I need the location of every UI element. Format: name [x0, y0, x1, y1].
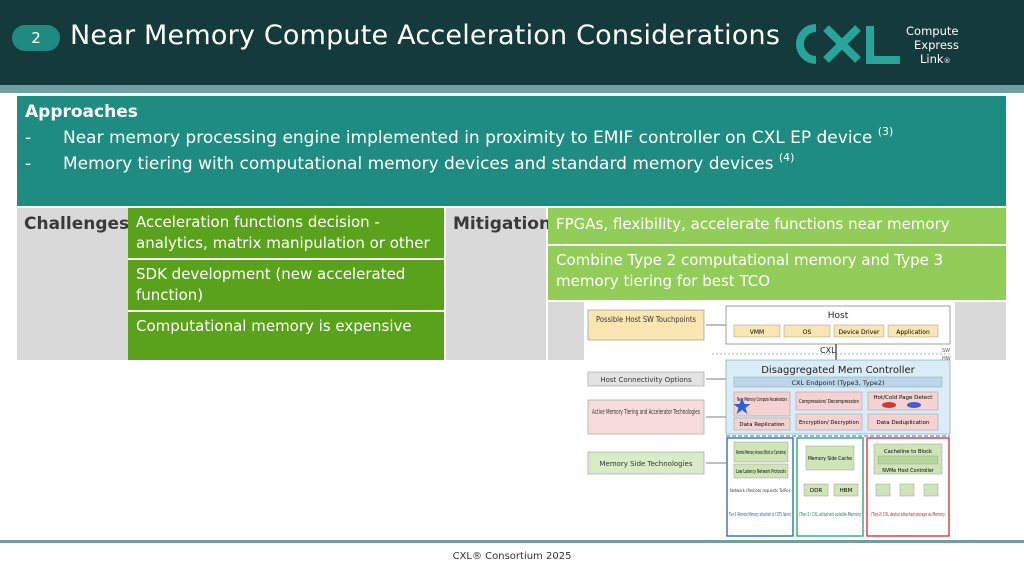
host-driver-box	[833, 324, 885, 338]
tiering-box	[587, 399, 705, 435]
hbm-box	[833, 483, 859, 497]
replication-label: Data Replication	[739, 422, 785, 428]
challenge-item: Computational memory is expensive	[128, 312, 444, 360]
tiering-label: Active Memory Tiering and Accelerator Te…	[592, 408, 700, 416]
tier2a-frame	[796, 437, 864, 537]
tier2b-label: (Tier-2) CXL device attached storage as …	[871, 512, 945, 518]
sw-label: SW	[942, 348, 950, 354]
encryption-label: Encryption/ Decryption	[799, 420, 859, 426]
host-title: Host	[828, 311, 849, 321]
approaches-panel: Approaches -Near memory processing engin…	[17, 96, 1006, 206]
host-touchpoints-label: Possible Host SW Touchpoints	[596, 315, 696, 324]
tier3-frame	[726, 437, 794, 537]
tier2b-frame	[866, 437, 950, 537]
dedup-label: Data Deduplication	[877, 420, 930, 426]
mitigation-item: FPGAs, flexibility, accelerate functions…	[548, 208, 1006, 244]
hot-page-icon	[882, 402, 896, 408]
encryption-box	[795, 413, 863, 431]
approach-item: -Memory tiering with computational memor…	[25, 151, 795, 174]
host-connectivity-label: Host Connectivity Options	[600, 376, 692, 384]
cache-blocks-row	[877, 455, 939, 465]
architecture-diagram: Possible Host SW Touchpoints Host VMM OS…	[584, 302, 955, 538]
host-driver-label: Device Driver	[839, 329, 880, 336]
cacheline-label: Cacheline to Block	[884, 449, 932, 455]
storage-disk-icon	[899, 483, 915, 497]
challenge-item: Acceleration functions decision - analyt…	[128, 208, 444, 258]
host-os-box	[783, 324, 831, 338]
host-touchpoints-box	[587, 309, 705, 341]
footer-divider	[0, 540, 1024, 543]
challenge-item: SDK development (new accelerated functio…	[128, 260, 444, 310]
tier2a-label: (Tier-2) CXL attached volatile Memory	[799, 512, 861, 518]
cxl-link-label: CXL	[820, 346, 836, 355]
latency-label: Low Latency Network Protocols	[736, 469, 786, 475]
host-app-box	[887, 324, 939, 338]
footer-text: CXL® Consortium 2025	[452, 551, 572, 562]
cxl-logo-wordmark: Compute Express Link®	[906, 24, 959, 66]
tier3-label: Tier-3 (Remote Memory attached to COTS f…	[729, 512, 791, 518]
challenges-label: Challenges	[24, 214, 130, 234]
mem-side-cache-box	[805, 445, 855, 471]
host-os-label: OS	[803, 329, 812, 336]
memory-side-label: Memory Side Technologies	[599, 460, 692, 468]
hbm-label: HBM	[840, 488, 853, 494]
remote-access-label: Remote Memory Access (Block or Cacheline…	[736, 450, 786, 456]
cxl-endpoint-box	[733, 376, 943, 388]
slide-number-badge: 2	[12, 25, 60, 51]
remote-access-box	[733, 441, 789, 463]
network-note: Network (Remote requests To/Ro)	[730, 488, 790, 493]
approaches-heading: Approaches	[25, 102, 138, 122]
hotcold-label: Hot/Cold Page Detect	[874, 395, 934, 401]
nvme-label: NVMe Host Controller	[882, 468, 934, 474]
cxl-logo	[796, 24, 900, 64]
mem-side-cache-label: Memory Side Cache	[808, 456, 852, 462]
mitigation-item: Combine Type 2 computational memory and …	[548, 246, 1006, 300]
mem-controller-title: Disaggregated Mem Controller	[761, 365, 915, 376]
cxl-endpoint-label: CXL Endpoint (Type3, Type2)	[791, 379, 884, 387]
storage-disk-icon	[875, 483, 891, 497]
mitigation-label: Mitigation	[453, 214, 552, 234]
hw-label: HW	[942, 356, 951, 362]
storage-disk-icon	[923, 483, 939, 497]
cold-page-icon	[907, 402, 921, 408]
dedup-box	[867, 413, 939, 431]
challenges-label-cell	[17, 208, 128, 360]
header-divider	[0, 85, 1024, 93]
ddr-label: DDR	[810, 488, 822, 494]
host-vmm-label: VMM	[750, 329, 764, 336]
header-bar	[0, 0, 1024, 85]
approach-item: -Near memory processing engine implement…	[25, 125, 894, 148]
latency-box	[733, 463, 789, 479]
ddr-box	[803, 483, 829, 497]
mitigation-label-cell	[446, 208, 546, 360]
star-icon	[733, 398, 751, 414]
nmc-label: Near Memory Compute Accelerators	[737, 397, 787, 403]
compression-box	[795, 391, 863, 411]
slide-title: Near Memory Compute Acceleration Conside…	[70, 20, 781, 51]
host-connectivity-box	[587, 371, 705, 387]
memory-side-box	[587, 451, 705, 475]
architecture-diagram-svg: Possible Host SW Touchpoints Host VMM OS…	[587, 305, 951, 537]
compression-label: Compression/ Decompression	[799, 399, 859, 405]
replication-box	[733, 417, 791, 431]
host-app-label: Application	[896, 329, 930, 336]
host-vmm-box	[733, 324, 781, 338]
